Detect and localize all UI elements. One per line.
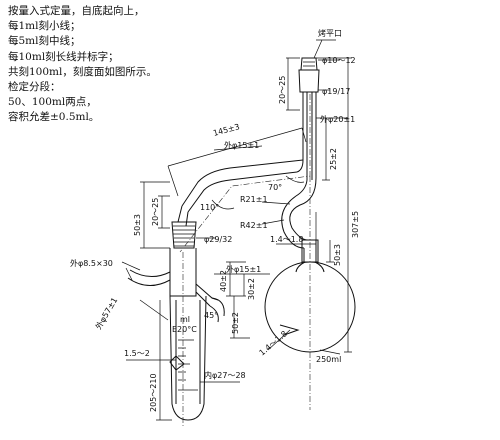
label-phi-57: 外φ57±1 bbox=[93, 295, 119, 331]
note-line: 按量入式定量，自底起向上， bbox=[8, 5, 145, 17]
label-flat-mouth: 烤平口 bbox=[318, 28, 342, 38]
label-phi-15-upper: 外φ15±1 bbox=[224, 140, 259, 150]
label-dim-20-25-left: 20～25 bbox=[151, 198, 160, 226]
label-radius-42: R42±1 bbox=[240, 221, 268, 230]
label-phi-20: 外φ20±1 bbox=[320, 114, 355, 124]
label-dim-307: 307±5 bbox=[351, 211, 360, 238]
label-dim-50-3-left: 50±3 bbox=[133, 214, 142, 236]
label-dim-1-4-1-8-upper: 1.4～1.8 bbox=[270, 235, 303, 244]
specification-notes: 按量入式定量，自底起向上， 每1ml刻小线； 每5ml刻中线； 每10ml刻长线… bbox=[8, 4, 157, 126]
label-phi-8-5: 外φ8.5×30 bbox=[70, 258, 113, 268]
label-angle-45: 45° bbox=[204, 311, 218, 320]
note-line: 每5ml刻中线； bbox=[8, 35, 81, 48]
label-dim-145: 145±3 bbox=[212, 122, 240, 138]
label-dim-50-2: 50±2 bbox=[231, 312, 240, 334]
note-line: 每1ml刻小线； bbox=[8, 20, 81, 33]
label-dim-25-2: 25±2 bbox=[329, 148, 338, 170]
label-e20: E20°C bbox=[172, 325, 197, 334]
note-line: 共刻100ml，刻度面如图所示。 bbox=[8, 65, 157, 78]
note-line: 检定分段： bbox=[8, 81, 61, 94]
note-line: 每10ml刻长线并标字； bbox=[8, 50, 119, 63]
label-phi-27-28: 内φ27～28 bbox=[204, 370, 246, 380]
label-radius-21: R21±1 bbox=[240, 195, 268, 204]
label-dim-50-3-right: 50±3 bbox=[333, 244, 342, 266]
label-phi-15-lower: 外φ15±1 bbox=[226, 264, 261, 274]
label-dim-40-2: 40±2 bbox=[219, 270, 228, 292]
label-dim-1-5-2: 1.5～2 bbox=[124, 349, 150, 358]
label-phi-10-12: φ10～12 bbox=[322, 56, 356, 65]
dimension-lines bbox=[121, 39, 352, 426]
label-angle-110: 110° bbox=[200, 203, 219, 212]
label-dim-30-2: 30±2 bbox=[247, 278, 256, 300]
label-dim-20-25-top: 20～25 bbox=[278, 76, 287, 104]
dimension-labels: 烤平口 φ10～12 φ19/17 20～25 外φ20±1 25±2 307±… bbox=[70, 28, 360, 412]
label-phi-19-17: φ19/17 bbox=[322, 87, 350, 96]
note-line: 50、100ml两点， bbox=[8, 96, 97, 109]
label-volume-250: 250ml bbox=[316, 355, 341, 364]
note-line: 容积允差±0.5ml。 bbox=[8, 111, 100, 124]
label-phi-29-32: φ29/32 bbox=[204, 235, 232, 244]
label-dim-205-210: 205～210 bbox=[149, 373, 158, 412]
label-ml: ml bbox=[180, 315, 190, 324]
label-angle-70: 70° bbox=[268, 183, 282, 192]
